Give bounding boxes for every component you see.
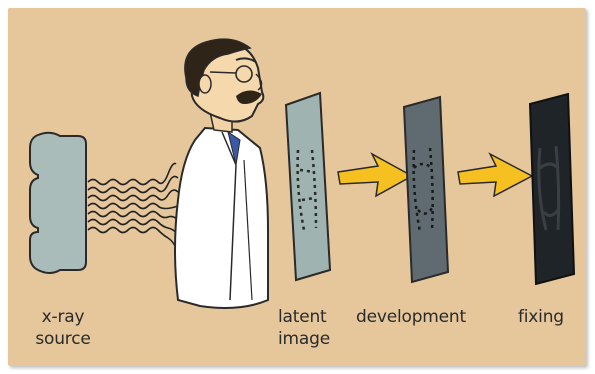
xray-source-icon — [30, 133, 86, 273]
label-latent-image-line2: image — [278, 328, 350, 350]
process-arrow-icon — [338, 154, 412, 196]
xray-beam-icon — [88, 163, 178, 248]
label-development: development — [356, 306, 496, 328]
label-latent-image: latent image — [278, 306, 350, 350]
label-xray-source-line2: source — [26, 328, 100, 350]
label-development-text: development — [356, 306, 496, 328]
scientist-icon — [175, 39, 268, 308]
label-fixing-text: fixing — [518, 306, 584, 328]
process-arrow-icon — [458, 154, 532, 196]
development-plate — [404, 97, 448, 282]
label-xray-source: x-ray source — [26, 306, 100, 350]
label-xray-source-line1: x-ray — [26, 306, 100, 328]
fixing-plate — [530, 94, 574, 284]
label-fixing: fixing — [518, 306, 584, 328]
label-latent-image-line1: latent — [278, 306, 350, 328]
latent-image-plate — [286, 93, 330, 280]
